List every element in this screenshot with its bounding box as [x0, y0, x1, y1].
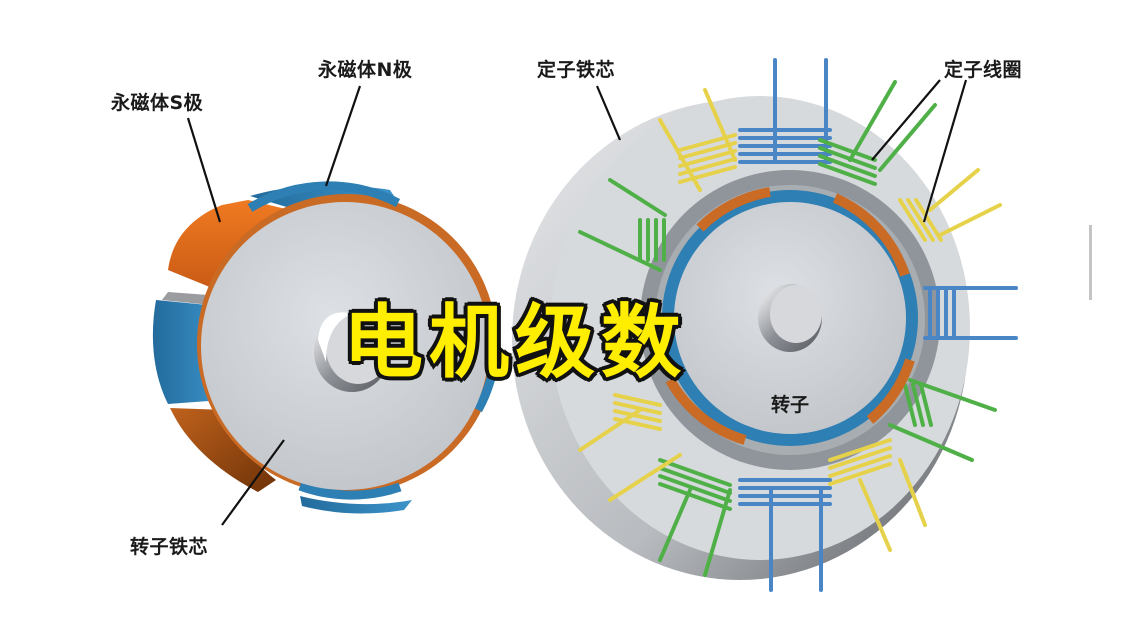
stator-assembly — [512, 58, 1018, 592]
label-magnet-s-pole: 永磁体S极 — [111, 92, 204, 114]
coil-yellow-bottom-right — [828, 438, 927, 552]
coil-green-left — [578, 178, 667, 272]
overlay-title: 电机级数 — [340, 293, 687, 392]
magnet-s-pole-bottom — [170, 408, 276, 492]
stator-coils — [578, 58, 1018, 592]
label-magnet-n-pole: 永磁体N极 — [318, 59, 413, 81]
edge-artifact — [1089, 225, 1092, 300]
coil-blue-bottom — [738, 478, 832, 592]
coil-green-upper-right — [818, 80, 937, 186]
rotor-assembly — [152, 181, 498, 514]
label-rotor-core: 转子铁芯 — [130, 536, 209, 558]
label-stator-coil: 定子线圈 — [944, 59, 1023, 81]
coil-green-right-lower — [888, 378, 997, 462]
coil-green-bottom-left — [658, 458, 732, 577]
leader-lines — [186, 79, 968, 526]
coil-yellow-upper-right — [898, 168, 1002, 242]
coil-yellow-upper-left — [658, 88, 737, 192]
coil-yellow-left-lower — [578, 393, 682, 502]
coil-blue-right — [923, 286, 1018, 340]
label-stator-core: 定子铁芯 — [537, 59, 616, 81]
label-rotor: 转子 — [771, 394, 810, 416]
magnet-n-pole-bottom — [300, 496, 412, 514]
